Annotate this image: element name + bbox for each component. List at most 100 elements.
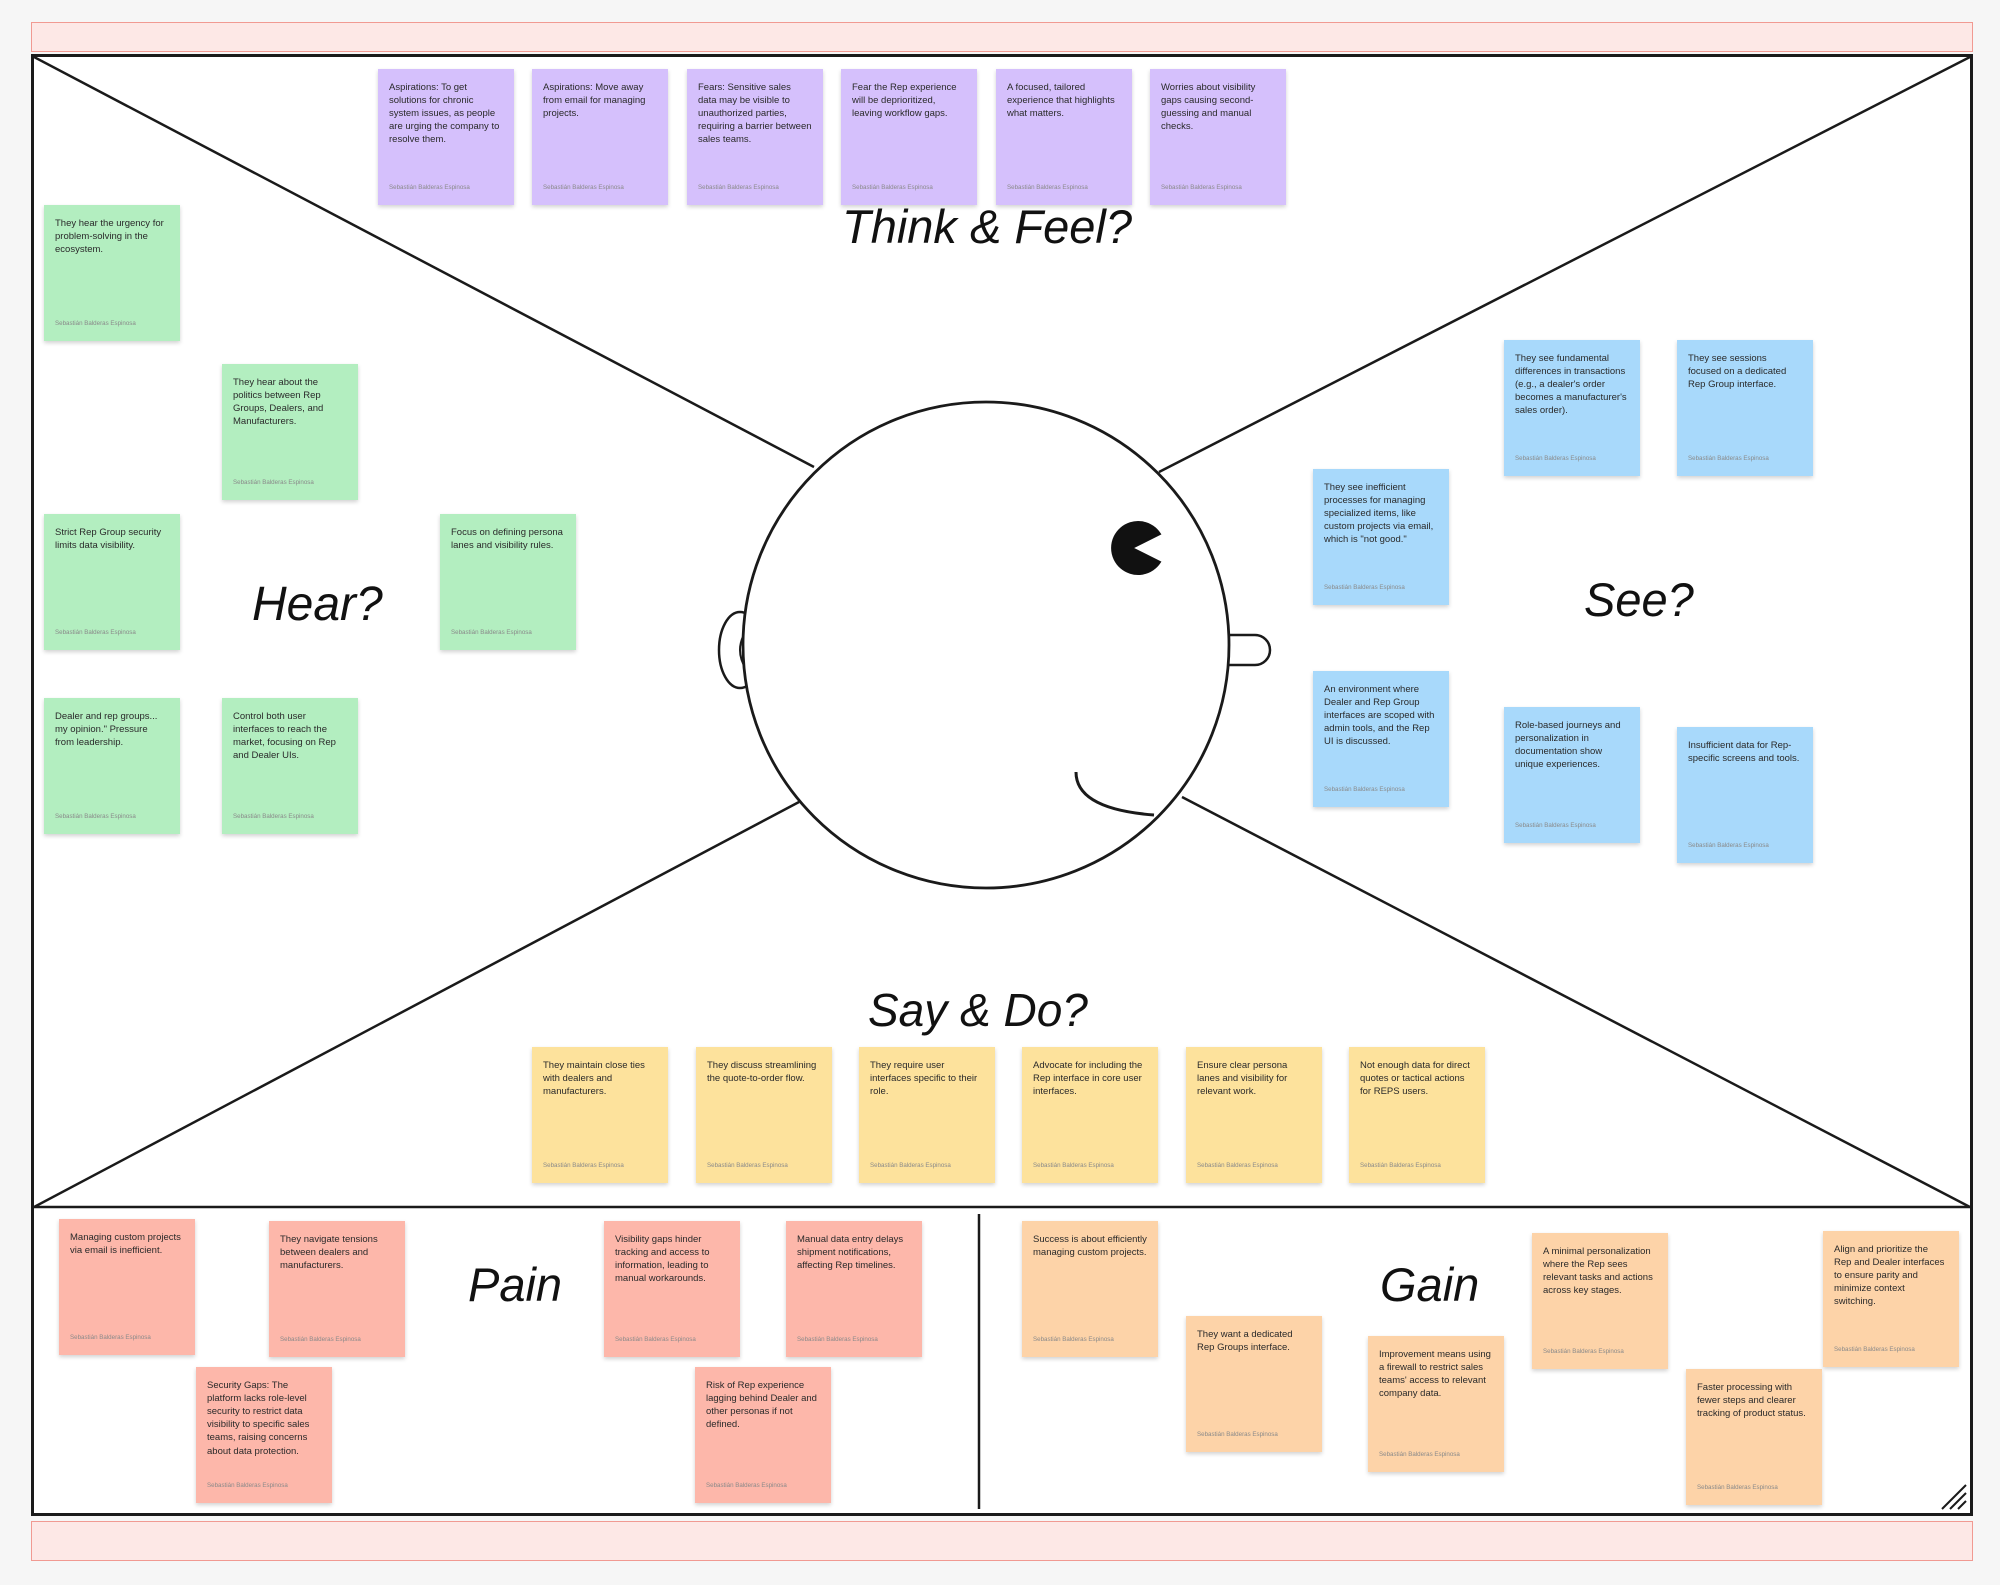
note-author: Sebastián Balderas Espinosa — [1033, 1162, 1114, 1170]
head-circle — [741, 400, 1231, 890]
note-author: Sebastián Balderas Espinosa — [1379, 1451, 1460, 1459]
see-note[interactable]: An environment where Dealer and Rep Grou… — [1313, 671, 1449, 807]
note-author: Sebastián Balderas Espinosa — [280, 1336, 361, 1344]
note-text: They see fundamental differences in tran… — [1515, 353, 1627, 417]
think-feel-note[interactable]: Aspirations: Move away from email for ma… — [532, 69, 668, 205]
pain-note[interactable]: Security Gaps: The platform lacks role-l… — [196, 1367, 332, 1503]
say-do-note[interactable]: They discuss streamlining the quote-to-o… — [696, 1047, 832, 1183]
see-note[interactable]: They see sessions focused on a dedicated… — [1677, 340, 1813, 476]
pain-note[interactable]: They navigate tensions between dealers a… — [269, 1221, 405, 1357]
hear-note[interactable]: Strict Rep Group security limits data vi… — [44, 514, 180, 650]
note-author: Sebastián Balderas Espinosa — [797, 1336, 878, 1344]
note-author: Sebastián Balderas Espinosa — [70, 1334, 151, 1342]
hear-note[interactable]: Dealer and rep groups... my opinion." Pr… — [44, 698, 180, 834]
divider-line-top-left — [34, 57, 815, 469]
note-text: Not enough data for direct quotes or tac… — [1360, 1060, 1470, 1098]
pain-note[interactable]: Risk of Rep experience lagging behind De… — [695, 1367, 831, 1503]
see-note[interactable]: Role-based journeys and personalization … — [1504, 707, 1640, 843]
say-do-note[interactable]: Advocate for including the Rep interface… — [1022, 1047, 1158, 1183]
note-text: Insufficient data for Rep-specific scree… — [1688, 740, 1800, 765]
note-text: Aspirations: To get solutions for chroni… — [389, 82, 500, 146]
heading-think-feel: Think & Feel? — [842, 200, 1132, 253]
say-do-note[interactable]: Ensure clear persona lanes and visibilit… — [1186, 1047, 1322, 1183]
note-author: Sebastián Balderas Espinosa — [1324, 786, 1405, 794]
note-text: Dealer and rep groups... my opinion." Pr… — [55, 711, 158, 749]
think-feel-note[interactable]: Fear the Rep experience will be depriori… — [841, 69, 977, 205]
note-author: Sebastián Balderas Espinosa — [1688, 842, 1769, 850]
pain-note[interactable]: Managing custom projects via email is in… — [59, 1219, 195, 1355]
heading-hear: Hear? — [252, 578, 383, 631]
note-author: Sebastián Balderas Espinosa — [55, 320, 136, 328]
note-text: A focused, tailored experience that high… — [1007, 82, 1115, 120]
say-do-note[interactable]: They require user interfaces specific to… — [859, 1047, 995, 1183]
pain-note[interactable]: Visibility gaps hinder tracking and acce… — [604, 1221, 740, 1357]
note-text: An environment where Dealer and Rep Grou… — [1324, 684, 1435, 748]
gain-note[interactable]: They want a dedicated Rep Groups interfa… — [1186, 1316, 1322, 1452]
resize-handle-icon — [1941, 1484, 1967, 1510]
note-text: Security Gaps: The platform lacks role-l… — [207, 1380, 310, 1457]
hear-note[interactable]: They hear the urgency for problem-solvin… — [44, 205, 180, 341]
note-author: Sebastián Balderas Espinosa — [543, 1162, 624, 1170]
note-author: Sebastián Balderas Espinosa — [389, 184, 470, 192]
note-author: Sebastián Balderas Espinosa — [1697, 1484, 1778, 1492]
note-text: They see inefficient processes for manag… — [1324, 482, 1434, 546]
note-text: Risk of Rep experience lagging behind De… — [706, 1380, 817, 1431]
hear-note[interactable]: They hear about the politics between Rep… — [222, 364, 358, 500]
think-feel-note[interactable]: A focused, tailored experience that high… — [996, 69, 1132, 205]
note-author: Sebastián Balderas Espinosa — [1543, 1348, 1624, 1356]
note-author: Sebastián Balderas Espinosa — [1515, 822, 1596, 830]
note-text: They want a dedicated Rep Groups interfa… — [1197, 1329, 1293, 1354]
gain-note[interactable]: Align and prioritize the Rep and Dealer … — [1823, 1231, 1959, 1367]
note-text: Manual data entry delays shipment notifi… — [797, 1234, 904, 1272]
note-author: Sebastián Balderas Espinosa — [1007, 184, 1088, 192]
note-text: They navigate tensions between dealers a… — [280, 1234, 378, 1272]
note-author: Sebastián Balderas Espinosa — [543, 184, 624, 192]
note-text: Faster processing with fewer steps and c… — [1697, 1382, 1806, 1420]
say-do-note[interactable]: Not enough data for direct quotes or tac… — [1349, 1047, 1485, 1183]
pain-note[interactable]: Manual data entry delays shipment notifi… — [786, 1221, 922, 1357]
heading-say-do: Say & Do? — [868, 984, 1088, 1036]
note-author: Sebastián Balderas Espinosa — [1324, 584, 1405, 592]
empathy-map-drawing — [34, 57, 1970, 1510]
say-do-note[interactable]: They maintain close ties with dealers an… — [532, 1047, 668, 1183]
empathy-map-board[interactable]: Think & Feel? Hear? See? Say & Do? Pain … — [31, 54, 1973, 1516]
note-author: Sebastián Balderas Espinosa — [55, 629, 136, 637]
note-author: Sebastián Balderas Espinosa — [451, 629, 532, 637]
note-text: They hear the urgency for problem-solvin… — [55, 218, 164, 256]
note-author: Sebastián Balderas Espinosa — [1834, 1346, 1915, 1354]
note-text: Ensure clear persona lanes and visibilit… — [1197, 1060, 1288, 1098]
note-text: Improvement means using a firewall to re… — [1379, 1349, 1491, 1400]
note-author: Sebastián Balderas Espinosa — [706, 1482, 787, 1490]
gain-note[interactable]: A minimal personalization where the Rep … — [1532, 1233, 1668, 1369]
note-author: Sebastián Balderas Espinosa — [233, 479, 314, 487]
divider-line-top-right — [1158, 57, 1970, 474]
gain-note[interactable]: Faster processing with fewer steps and c… — [1686, 1369, 1822, 1505]
note-text: Strict Rep Group security limits data vi… — [55, 527, 162, 552]
gain-note[interactable]: Success is about efficiently managing cu… — [1022, 1221, 1158, 1357]
head-drawing — [717, 400, 1272, 890]
note-author: Sebastián Balderas Espinosa — [1197, 1162, 1278, 1170]
note-text: They hear about the politics between Rep… — [233, 377, 324, 428]
hear-note[interactable]: Control both user interfaces to reach th… — [222, 698, 358, 834]
heading-gain: Gain — [1380, 1258, 1480, 1311]
note-text: They see sessions focused on a dedicated… — [1688, 353, 1787, 391]
see-note[interactable]: They see inefficient processes for manag… — [1313, 469, 1449, 605]
see-note[interactable]: Insufficient data for Rep-specific scree… — [1677, 727, 1813, 863]
hear-note[interactable]: Focus on defining persona lanes and visi… — [440, 514, 576, 650]
think-feel-note[interactable]: Worries about visibility gaps causing se… — [1150, 69, 1286, 205]
gain-note[interactable]: Improvement means using a firewall to re… — [1368, 1336, 1504, 1472]
see-note[interactable]: They see fundamental differences in tran… — [1504, 340, 1640, 476]
frame-footer-band — [31, 1521, 1973, 1561]
divider-line-bottom-right — [1181, 795, 1970, 1209]
note-text: Fears: Sensitive sales data may be visib… — [698, 82, 812, 146]
think-feel-note[interactable]: Fears: Sensitive sales data may be visib… — [687, 69, 823, 205]
frame-header-band — [31, 22, 1973, 52]
note-text: Success is about efficiently managing cu… — [1033, 1234, 1147, 1259]
think-feel-note[interactable]: Aspirations: To get solutions for chroni… — [378, 69, 514, 205]
note-author: Sebastián Balderas Espinosa — [870, 1162, 951, 1170]
note-author: Sebastián Balderas Espinosa — [852, 184, 933, 192]
note-text: They maintain close ties with dealers an… — [543, 1060, 645, 1098]
note-author: Sebastián Balderas Espinosa — [1515, 455, 1596, 463]
note-text: Align and prioritize the Rep and Dealer … — [1834, 1244, 1945, 1308]
note-author: Sebastián Balderas Espinosa — [1161, 184, 1242, 192]
